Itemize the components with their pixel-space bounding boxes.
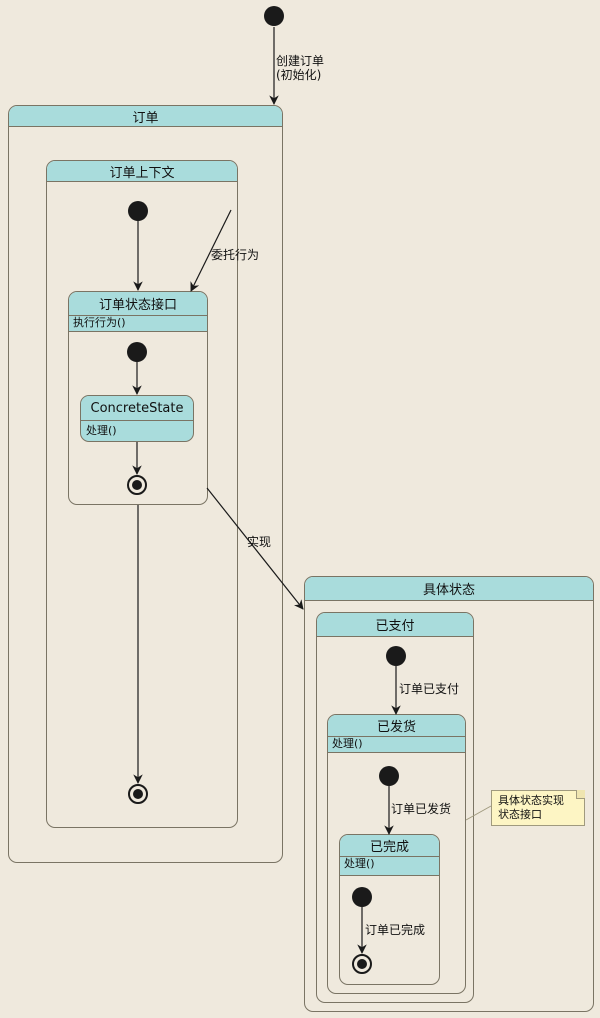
state-concrete-states-title: 具体状态 (305, 577, 593, 601)
label-order-shipped: 订单已发货 (391, 802, 452, 816)
label-order-paid: 订单已支付 (399, 682, 460, 696)
edge-delegate (190, 209, 232, 292)
initial-node-root (264, 6, 284, 26)
state-completed-action: 处理() (340, 857, 439, 876)
initial-node-order-context (128, 201, 148, 221)
state-shipped-action: 处理() (328, 737, 465, 753)
state-completed-title: 已完成 (340, 835, 439, 857)
initial-node-paid (386, 646, 406, 666)
note-concrete-state-implements: 具体状态实现 状态接口 (491, 790, 585, 826)
state-concrete-state: ConcreteState 处理() (80, 395, 194, 442)
note-line-1: 具体状态实现 (498, 794, 564, 807)
final-node-completed (352, 954, 372, 974)
state-concrete-state-title: ConcreteState (81, 396, 193, 421)
state-shipped-title: 已发货 (328, 715, 465, 737)
initial-node-order-state-interface (127, 342, 147, 362)
final-node-order-state-interface (127, 475, 147, 495)
label-create-order-line2: (初始化) (276, 68, 322, 82)
state-order-state-interface-action: 执行行为() (69, 316, 207, 332)
final-node-order-context (128, 784, 148, 804)
state-order-context: 订单上下文 (46, 160, 238, 828)
label-implement: 实现 (247, 535, 272, 549)
state-order-state-interface-title: 订单状态接口 (69, 292, 207, 316)
edge-implement (206, 487, 304, 610)
note-connector (465, 805, 492, 821)
label-order-completed: 订单已完成 (365, 923, 426, 937)
note-line-2: 状态接口 (498, 808, 542, 821)
label-delegate: 委托行为 (211, 248, 260, 262)
note-fold-corner (576, 790, 585, 799)
state-paid-title: 已支付 (317, 613, 473, 637)
state-shipped: 已发货 处理() (327, 714, 466, 994)
state-completed: 已完成 处理() (339, 834, 440, 985)
state-concrete-state-action: 处理() (86, 424, 117, 437)
initial-node-completed (352, 887, 372, 907)
state-order-context-title: 订单上下文 (47, 161, 237, 182)
state-order: 订单 (8, 105, 283, 863)
state-concrete-states: 具体状态 (304, 576, 594, 1012)
state-paid: 已支付 (316, 612, 474, 1003)
label-create-order-line1: 创建订单 (276, 54, 325, 68)
initial-node-shipped (379, 766, 399, 786)
state-order-state-interface: 订单状态接口 执行行为() (68, 291, 208, 505)
state-order-title: 订单 (9, 106, 282, 127)
